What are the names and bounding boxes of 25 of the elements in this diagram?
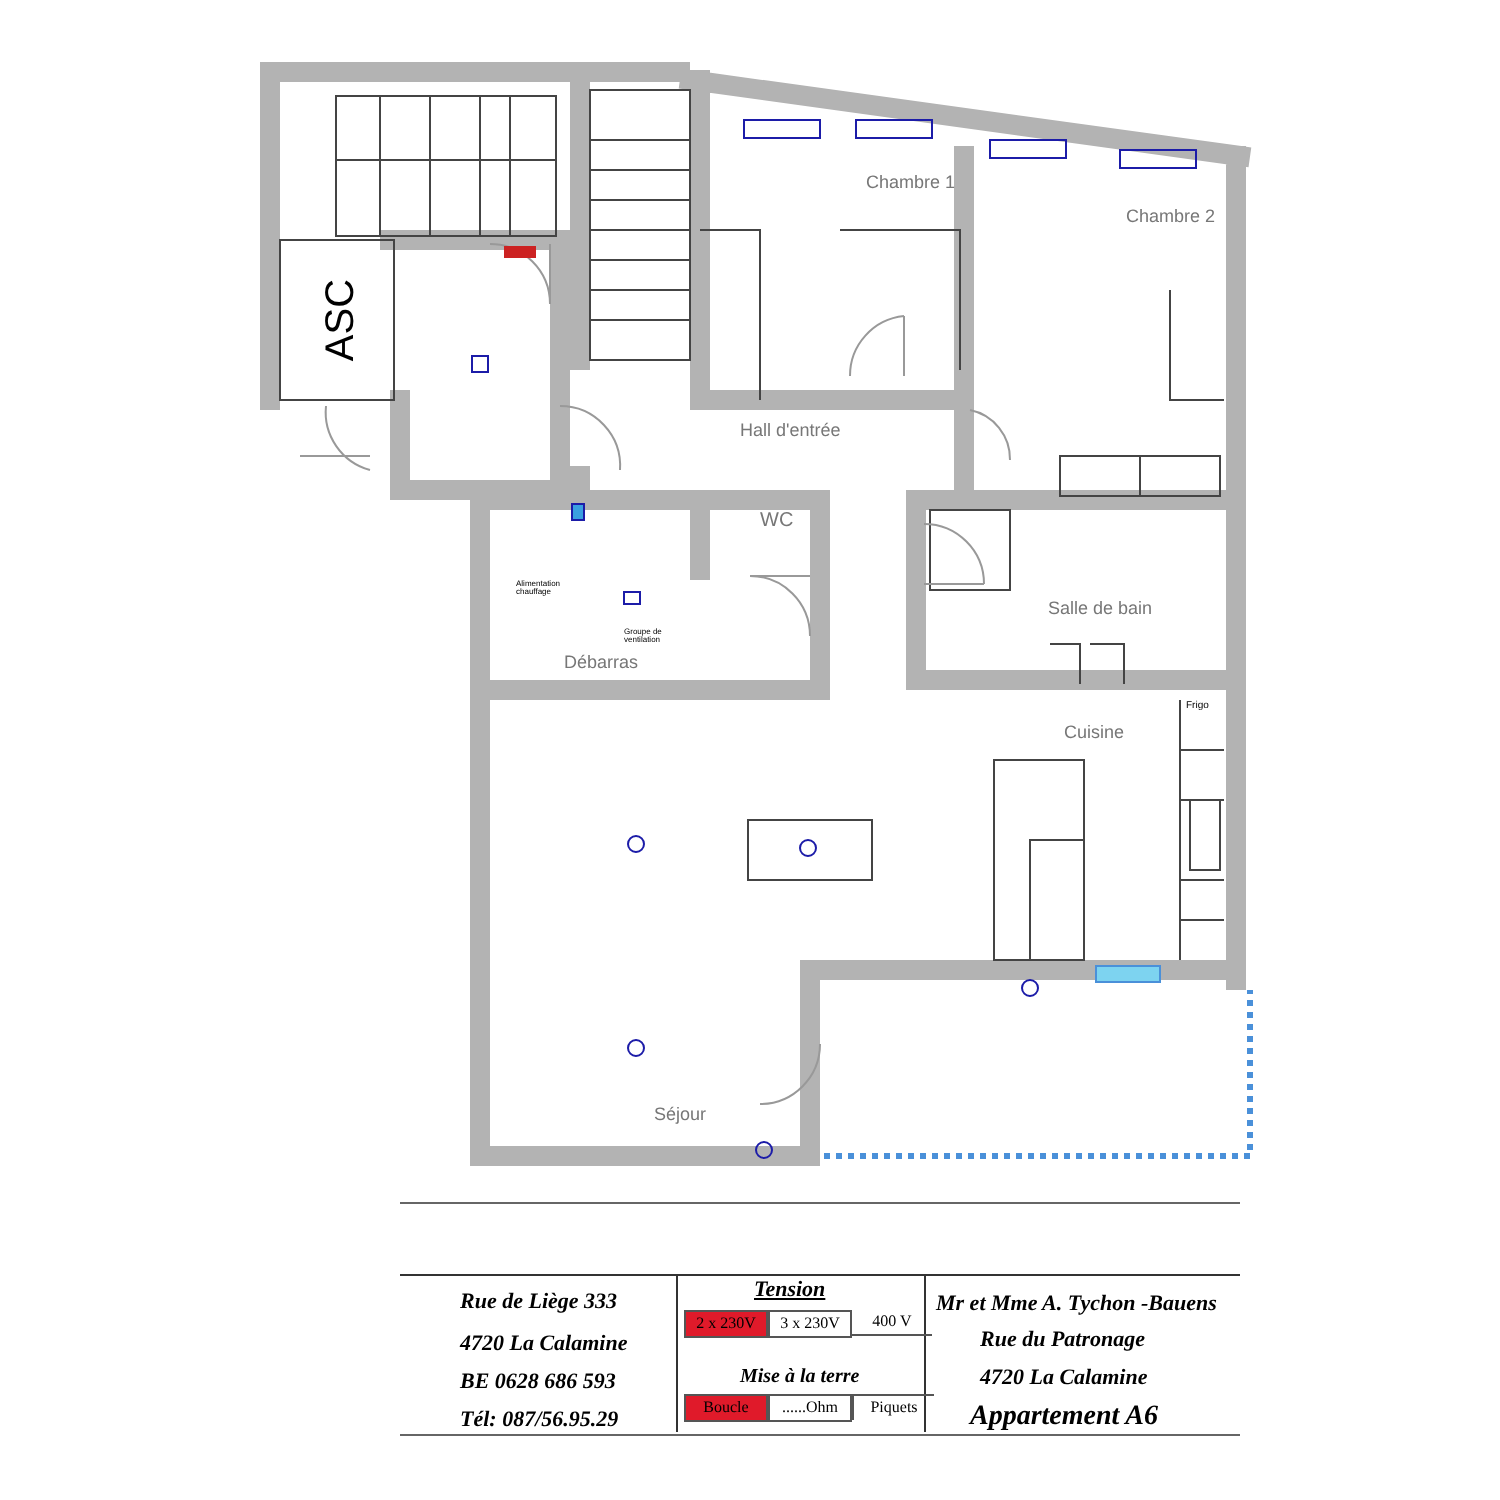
room-label: Chambre 2 — [1126, 208, 1216, 226]
section-heading: Tension — [754, 1280, 826, 1302]
client-name: Mr et Mme A. Tychon -Bauens — [936, 1294, 1217, 1316]
voltage-option: 2 x 230V — [684, 1310, 768, 1338]
earthing-option: Piquets — [852, 1394, 934, 1420]
room-label: Salle de bain — [1048, 600, 1153, 618]
address-line: Rue du Patronage — [980, 1330, 1146, 1352]
earthing-option: ......Ohm — [768, 1394, 852, 1422]
lift-label: ASC — [321, 278, 362, 362]
company-number: BE 0628 686 593 — [460, 1372, 616, 1394]
room-label: Chambre 1 — [866, 174, 956, 192]
address-line: Rue de Liège 333 — [460, 1292, 618, 1314]
section-heading: Mise à la terre — [740, 1368, 860, 1388]
project-name: Appartement A6 — [970, 1404, 1158, 1432]
room-label: Séjour — [654, 1106, 707, 1124]
address-line: 4720 La Calamine — [980, 1368, 1148, 1390]
room-label: Hall d'entrée — [740, 422, 841, 440]
phone-number: Tél: 087/56.95.29 — [460, 1410, 619, 1432]
earthing-option: Boucle — [684, 1394, 768, 1422]
address-line: 4720 La Calamine — [460, 1334, 628, 1356]
room-label: WC — [760, 512, 794, 532]
room-label: Cuisine — [1064, 724, 1125, 742]
room-label: Débarras — [564, 654, 639, 672]
voltage-option: 400 V — [852, 1310, 932, 1336]
voltage-option: 3 x 230V — [768, 1310, 852, 1338]
